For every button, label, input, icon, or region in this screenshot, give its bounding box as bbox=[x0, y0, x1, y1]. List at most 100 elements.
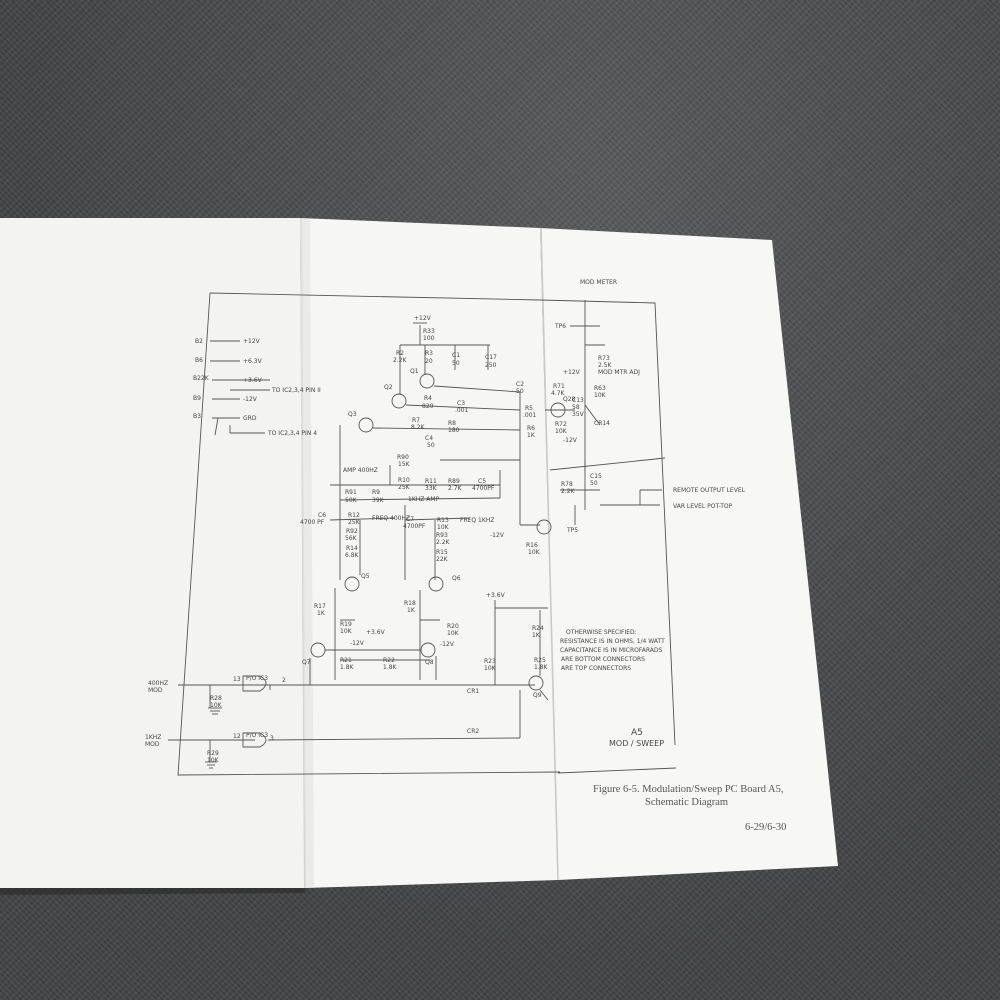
c4-label: C4 bbox=[425, 435, 433, 442]
q3-label: Q3 bbox=[348, 411, 357, 418]
q1-label: Q1 bbox=[410, 368, 419, 375]
v36-label-2: +3.6V bbox=[486, 592, 506, 599]
c5-value: 4700PF bbox=[472, 485, 495, 492]
r11-label: R11 bbox=[425, 478, 437, 485]
neg12-label: -12V bbox=[350, 640, 365, 647]
r91-label: R91 bbox=[345, 489, 357, 496]
r93-value: 2.2K bbox=[436, 539, 451, 546]
r16-label: R16 bbox=[526, 542, 538, 549]
r91-value: 50K bbox=[345, 497, 358, 504]
r23-value: 10K bbox=[484, 665, 497, 672]
r5-label: R5 bbox=[525, 405, 533, 412]
r14-value: 6.8K bbox=[345, 552, 360, 559]
c7-label: C7 bbox=[406, 516, 414, 523]
c6-value: 4700 PF bbox=[300, 519, 325, 526]
freq1k-label: FREQ 1KHZ bbox=[460, 517, 494, 524]
r13-value: 10K bbox=[437, 524, 450, 531]
r9-value: 39K bbox=[372, 497, 385, 504]
c13-value: 58 bbox=[572, 404, 580, 411]
ground-symbols bbox=[205, 322, 427, 769]
ic3-top-label: P/O IC3 bbox=[246, 675, 268, 682]
r10-value: 25K bbox=[398, 484, 411, 491]
r17-label: R17 bbox=[314, 603, 326, 610]
r72-label: R72 bbox=[555, 421, 567, 428]
left-page bbox=[0, 218, 305, 888]
r20-value: 10K bbox=[447, 630, 460, 637]
q2-label: Q2 bbox=[384, 384, 393, 391]
neg12-label-2: -12V bbox=[440, 641, 455, 648]
supply-36v: +3.6V bbox=[243, 377, 263, 384]
pin-b9: B9 bbox=[193, 395, 201, 402]
r90-value: 15K bbox=[398, 461, 411, 468]
r72-value: 10K bbox=[555, 428, 568, 435]
figure-caption-line1: Figure 6-5. Modulation/Sweep PC Board A5… bbox=[593, 784, 783, 795]
board-label: A5 bbox=[631, 728, 643, 738]
schematic-lines bbox=[168, 292, 677, 776]
r3-value: 20 bbox=[425, 358, 433, 365]
r21-value: 1.8K bbox=[340, 664, 355, 671]
pin-13: 13 bbox=[233, 676, 241, 683]
r3-label: R3 bbox=[425, 350, 433, 357]
r19-value: 10K bbox=[340, 628, 353, 635]
r63-value: 10K bbox=[594, 392, 607, 399]
note-line-2: RESISTANCE IS IN OHMS, 1/4 WATT bbox=[560, 638, 665, 645]
r18-label: R18 bbox=[404, 600, 416, 607]
supply-grd: GRD bbox=[243, 415, 257, 422]
r2-value: 2.2K bbox=[393, 357, 408, 364]
pin-3: 3 bbox=[270, 735, 274, 742]
page-number: 6-29/6-30 bbox=[745, 822, 786, 833]
c2-label: C2 bbox=[516, 381, 524, 388]
r29-value: 10K bbox=[207, 757, 220, 764]
c17-value: 250 bbox=[485, 362, 497, 369]
r71-label: R71 bbox=[553, 383, 565, 390]
mod1k-line2: MOD bbox=[145, 741, 160, 748]
r16-value: 10K bbox=[528, 549, 541, 556]
r73-label: R73 bbox=[598, 355, 610, 362]
r73-value: 2.5K bbox=[598, 362, 613, 369]
c5-label: C5 bbox=[478, 478, 486, 485]
r22-label: R22 bbox=[383, 657, 395, 664]
r21-label: R21 bbox=[340, 657, 352, 664]
neg12-label-3: -12V bbox=[490, 532, 505, 539]
r15-label: R15 bbox=[436, 549, 448, 556]
r92-value: 56K bbox=[345, 535, 358, 542]
q6-label: Q6 bbox=[452, 575, 461, 582]
mod400-line2: MOD bbox=[148, 687, 163, 694]
c7-value: 4700PF bbox=[403, 523, 426, 530]
c1-label: C1 bbox=[452, 352, 460, 359]
mod1k-line1: 1KHZ bbox=[145, 734, 161, 741]
q9-label: Q9 bbox=[533, 692, 542, 699]
neg12-right: -12V bbox=[563, 437, 578, 444]
r92-label: R92 bbox=[346, 528, 358, 535]
r19-label: R19 bbox=[340, 621, 352, 628]
r13-label: R13 bbox=[437, 517, 449, 524]
note-line-1: OTHERWISE SPECIFIED: bbox=[566, 629, 637, 636]
mod-mtr-label: MOD MTR ADJ bbox=[598, 369, 640, 376]
r6-value: 1K bbox=[527, 432, 536, 439]
r89-label: R89 bbox=[448, 478, 460, 485]
pin-b2: B2 bbox=[195, 338, 203, 345]
r28-value: 10K bbox=[210, 702, 223, 709]
c6-label: C6 bbox=[318, 512, 326, 519]
r25-value: 1.8K bbox=[534, 664, 549, 671]
freq400-label: FREQ 400HZ bbox=[372, 515, 410, 522]
supply-63v: +6.3V bbox=[243, 358, 263, 365]
supply-neg12v: -12V bbox=[243, 396, 258, 403]
khz-amp-label: 1KHZ AMP bbox=[408, 496, 440, 503]
note-line-3: CAPACITANCE IS IN MICROFARADS bbox=[560, 647, 662, 654]
r14-label: R14 bbox=[346, 545, 358, 552]
r10-label: R10 bbox=[398, 477, 410, 484]
c15-label: C15 bbox=[590, 473, 602, 480]
r71-value: 4.7K bbox=[551, 390, 566, 397]
figure-caption-line2: Schematic Diagram bbox=[645, 797, 728, 808]
q7-label: Q7 bbox=[302, 659, 311, 666]
cr2-label: CR2 bbox=[467, 728, 479, 735]
r11-value: 33K bbox=[425, 485, 438, 492]
c15-value: 50 bbox=[590, 480, 598, 487]
r93-label: R93 bbox=[436, 532, 448, 539]
r6-label: R6 bbox=[527, 425, 535, 432]
r63-label: R63 bbox=[594, 385, 606, 392]
c13-label: C13 bbox=[572, 397, 584, 404]
r33-label: R33 bbox=[423, 328, 435, 335]
q28-label: Q28 bbox=[563, 396, 576, 403]
